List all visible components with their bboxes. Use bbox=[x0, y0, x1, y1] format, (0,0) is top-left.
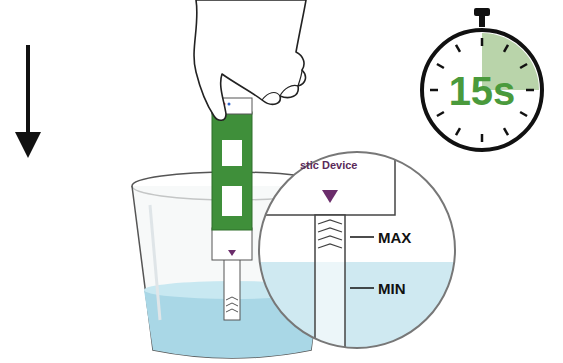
finger-lines bbox=[262, 70, 302, 100]
indicator-dot bbox=[228, 103, 231, 106]
zoom-wick bbox=[318, 220, 342, 248]
dip-marker bbox=[228, 250, 236, 256]
stopwatch-face bbox=[422, 30, 542, 150]
max-line bbox=[350, 236, 374, 238]
device-text: stic Device bbox=[300, 160, 357, 171]
stopwatch-stem bbox=[479, 15, 485, 27]
tick-mark bbox=[437, 64, 444, 68]
arrow-head bbox=[15, 132, 41, 158]
zoom-border bbox=[259, 152, 455, 348]
test-strip bbox=[224, 258, 240, 320]
sample-window bbox=[222, 186, 242, 216]
tick-mark bbox=[481, 134, 484, 142]
zoom-inset bbox=[245, 140, 465, 363]
hand bbox=[194, 0, 306, 120]
result-window bbox=[222, 140, 242, 166]
cup-gloss bbox=[150, 205, 160, 320]
cassette-base bbox=[212, 228, 252, 260]
min-label: MIN bbox=[378, 281, 406, 296]
cassette-body bbox=[212, 112, 252, 230]
tick-mark bbox=[520, 64, 527, 68]
stopwatch-ticks bbox=[430, 38, 534, 142]
tick-mark bbox=[526, 89, 534, 92]
tick-mark bbox=[504, 45, 508, 52]
min-line bbox=[350, 287, 374, 289]
tick-mark bbox=[504, 128, 508, 135]
stopwatch-button bbox=[474, 8, 490, 16]
max-label: MAX bbox=[378, 230, 411, 245]
timer-label: 15s bbox=[449, 71, 516, 111]
arrow-shaft bbox=[26, 45, 30, 138]
tick-mark bbox=[430, 89, 438, 92]
tick-mark bbox=[437, 112, 444, 116]
tick-mark bbox=[456, 128, 460, 135]
tick-mark bbox=[481, 38, 484, 46]
tick-mark bbox=[456, 45, 460, 52]
zoom-device bbox=[245, 140, 395, 215]
strip-wick bbox=[226, 297, 238, 312]
zoom-dip-marker bbox=[322, 190, 338, 203]
tick-mark bbox=[520, 112, 527, 116]
